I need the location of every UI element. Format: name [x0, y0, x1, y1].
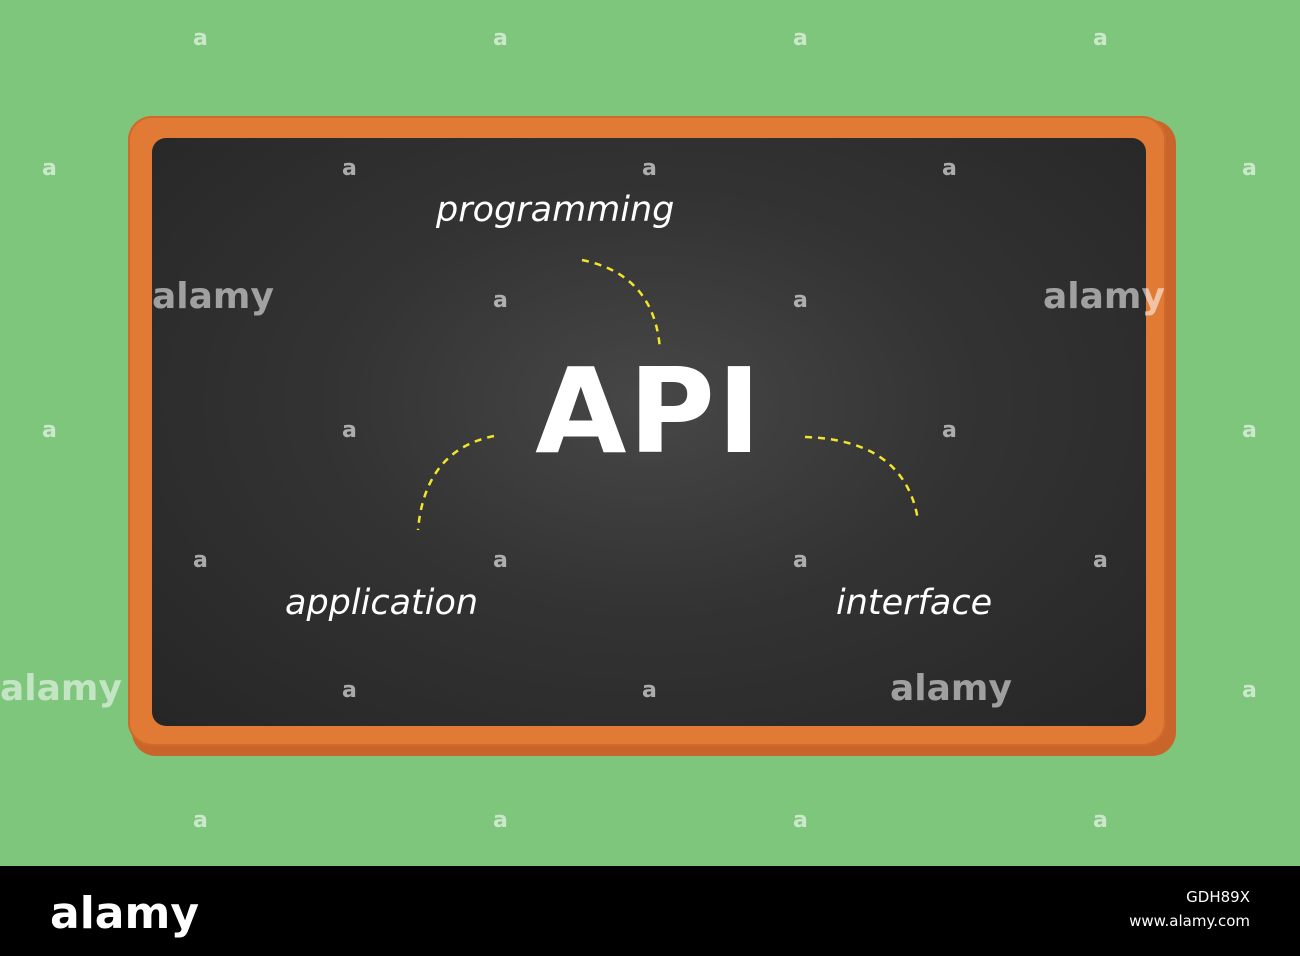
illustration: programming API application interface al… [0, 26, 1257, 833]
word-api: API [535, 342, 763, 480]
footer-url: www.alamy.com [1129, 912, 1250, 930]
watermark-brand: alamy [152, 276, 274, 317]
watermark-glyph: a [793, 808, 808, 833]
chalkboard [152, 138, 1146, 726]
footer-bar: alamy GDH89X www.alamy.com [0, 866, 1300, 956]
image-id: GDH89X [1186, 888, 1250, 906]
watermark-glyph: a [42, 156, 57, 181]
watermark-glyph: a [642, 678, 657, 703]
watermark-glyph: a [493, 26, 508, 51]
word-programming: programming [436, 190, 675, 230]
watermark-glyph: a [793, 26, 808, 51]
watermark-glyph: a [1242, 678, 1257, 703]
watermark-glyph: a [793, 288, 808, 313]
watermark-glyph: a [342, 678, 357, 703]
dashed-connectors [416, 258, 920, 531]
watermark-glyph: a [1242, 418, 1257, 443]
watermark-glyph: a [193, 808, 208, 833]
watermark-brand: alamy [0, 668, 122, 709]
watermark-brand: alamy [890, 668, 1012, 709]
connector-interface [804, 435, 920, 521]
watermark-glyph: a [193, 26, 208, 51]
watermark-glyph: a [1093, 26, 1108, 51]
watermark-glyph: a [193, 548, 208, 573]
connector-application [416, 434, 495, 531]
watermark-glyph: a [793, 548, 808, 573]
watermark-glyph: a [493, 288, 508, 313]
connector-programming [581, 258, 662, 351]
watermark-glyph: a [1242, 156, 1257, 181]
watermark-glyph: a [493, 808, 508, 833]
watermark-glyph: a [942, 156, 957, 181]
watermark-glyph: a [642, 156, 657, 181]
watermark-glyph: a [1093, 808, 1108, 833]
watermark-glyph: a [493, 548, 508, 573]
watermark-glyph: a [342, 156, 357, 181]
watermark-glyph: a [1093, 548, 1108, 573]
word-application: application [285, 583, 479, 623]
footer-logo: alamy [50, 888, 199, 939]
word-interface: interface [836, 583, 993, 623]
watermark-glyph: a [42, 418, 57, 443]
watermark-glyph: a [942, 418, 957, 443]
watermark-brand: alamy [1043, 276, 1165, 317]
watermark-glyph: a [342, 418, 357, 443]
